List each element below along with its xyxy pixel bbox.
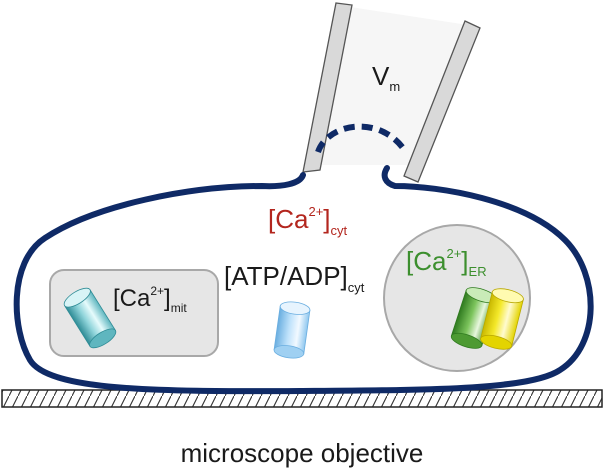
patched-membrane — [315, 123, 406, 154]
atp-adp-sub: cyt — [348, 280, 365, 295]
ca-mito-close: ] — [164, 285, 171, 312]
er-sensor-yellow-icon — [480, 288, 524, 350]
atp-sensor-icon — [273, 301, 311, 359]
microscope-objective-label: microscope objective — [181, 438, 424, 468]
ca-mito-main: [Ca — [113, 285, 151, 312]
ca-er-main: [Ca — [406, 246, 447, 276]
atp-adp-label: [ATP/ADP]cyt — [224, 261, 365, 295]
atp-adp-main: [ATP/ADP] — [224, 261, 348, 291]
ca-er-close: ] — [461, 246, 468, 276]
ca-cytosol-sub: cyt — [331, 223, 348, 238]
membrane-potential-sub: m — [389, 79, 400, 94]
membrane-potential-label: Vm — [372, 61, 400, 94]
ca-cytosol-close: ] — [323, 204, 330, 234]
ca-er-label: [Ca2+]ER — [406, 246, 487, 279]
membrane-potential-main: V — [372, 61, 390, 91]
ca-er-sub: ER — [469, 264, 487, 279]
mito-sensor-icon — [63, 287, 117, 349]
ca-cytosol-sup: 2+ — [308, 204, 323, 219]
patch-pipette — [302, 2, 481, 183]
ca-cytosol-label: [Ca2+]cyt — [268, 204, 348, 238]
ca-mito-label: [Ca2+]mit — [113, 284, 187, 315]
ca-mito-sub: mit — [171, 301, 188, 315]
ca-mito-sup: 2+ — [150, 284, 164, 298]
ca-cytosol-main: [Ca — [268, 204, 309, 234]
ca-er-sup: 2+ — [446, 246, 461, 261]
